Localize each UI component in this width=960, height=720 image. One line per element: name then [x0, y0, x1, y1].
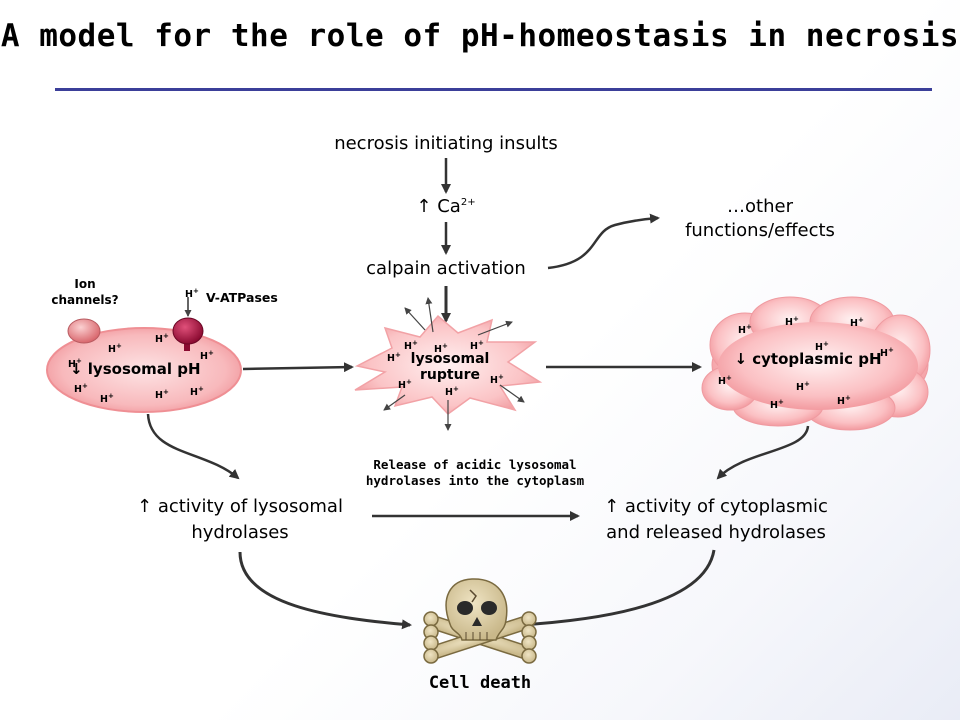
arrow-lysosome-to-lyso-activity [146, 413, 240, 480]
proton-label: H+ [404, 339, 418, 352]
v-atpase-icon [172, 317, 204, 345]
lyso-activity-line2: hydrolases [191, 522, 289, 543]
proton-label: H+ [108, 342, 122, 355]
cytoplasmic-ph-label: ↓ cytoplasmic pH [734, 350, 882, 368]
calcium-superscript: 2+ [460, 197, 476, 208]
arrow-cyto-activity-to-death [518, 549, 716, 630]
arrow-lysosome-to-rupture [242, 362, 354, 373]
lysosomal-ph-label: ↓ lysosomal pH [70, 360, 201, 378]
ion-channels-line2: channels? [51, 293, 119, 307]
calcium-text: ↑ Ca [416, 196, 461, 217]
skull-crossbones-icon [423, 578, 537, 664]
proton-label: H+ [490, 373, 504, 386]
ion-channels-label: Ion channels? [40, 276, 130, 308]
arrow-calpain-to-other-effects [547, 213, 660, 270]
calcium-label: ↑ Ca2+ [400, 196, 492, 217]
proton-label: H+ [190, 385, 204, 398]
proton-labels: H+H+H+H+H+H+H+H+H+H+H+H+H+H+H+H+H+H+H+H+… [68, 287, 894, 411]
proton-label: H+ [74, 382, 88, 395]
arrow-cytoplasm-to-cyto-activity [716, 425, 810, 480]
proton-label: H+ [796, 380, 810, 393]
proton-label: H+ [68, 357, 82, 370]
cytoplasm-cloud-shape [701, 296, 931, 431]
proton-label: H+ [387, 351, 401, 364]
other-effects-line2: functions/effects [685, 220, 835, 241]
title-divider [55, 88, 932, 91]
proton-label: H+ [434, 342, 448, 355]
proton-label: H+ [837, 394, 851, 407]
rupture-line2: rupture [420, 367, 480, 383]
proton-label: H+ [770, 398, 784, 411]
page-title: A model for the role of pH-homeostasis i… [0, 18, 960, 54]
proton-label: H+ [155, 388, 169, 401]
other-effects-line1: …other [727, 196, 793, 217]
proton-label: H+ [738, 323, 752, 336]
ion-channels-line1: Ion [74, 277, 96, 291]
burst-spray-arrows [383, 297, 525, 431]
lyso-activity-label: ↑ activity of lysosomal hydrolases [110, 494, 370, 546]
insults-label: necrosis initiating insults [334, 133, 558, 154]
calpain-label: calpain activation [366, 258, 526, 279]
release-line2: hydrolases into the cytoplasm [365, 473, 585, 488]
other-effects-label: …other functions/effects [660, 195, 860, 243]
rupture-label: lysosomal rupture [395, 351, 505, 383]
proton-label: H+ [100, 392, 114, 405]
proton-label: H+ [815, 340, 829, 353]
proton-label: H+ [155, 332, 169, 345]
proton-label: H+ [785, 315, 799, 328]
proton-label: H+ [398, 378, 412, 391]
v-atpases-label: V-ATPases [206, 290, 278, 305]
lysosome-shape [46, 327, 242, 413]
rupture-burst-shape [354, 314, 543, 415]
proton-label: H+ [718, 374, 732, 387]
cell-death-label: Cell death [428, 673, 532, 693]
proton-label: H+ [850, 316, 864, 329]
cyto-activity-line2: and released hydrolases [606, 522, 826, 543]
release-line1: Release of acidic lysosomal [373, 457, 577, 472]
rupture-line1: lysosomal [410, 351, 490, 367]
proton-label: H+ [200, 349, 214, 362]
arrow-lyso-activity-to-death [238, 551, 412, 630]
proton-label: H+ [185, 287, 199, 300]
cyto-activity-label: ↑ activity of cytoplasmic and released h… [580, 494, 852, 546]
lyso-activity-line1: ↑ activity of lysosomal [137, 496, 343, 517]
proton-label: H+ [470, 339, 484, 352]
release-label: Release of acidic lysosomal hydrolases i… [345, 457, 605, 489]
ion-channel-icon [67, 318, 101, 344]
v-atpase-stalk-icon [184, 339, 190, 351]
proton-label: H+ [880, 346, 894, 359]
proton-label: H+ [445, 385, 459, 398]
cyto-activity-line1: ↑ activity of cytoplasmic [604, 496, 828, 517]
